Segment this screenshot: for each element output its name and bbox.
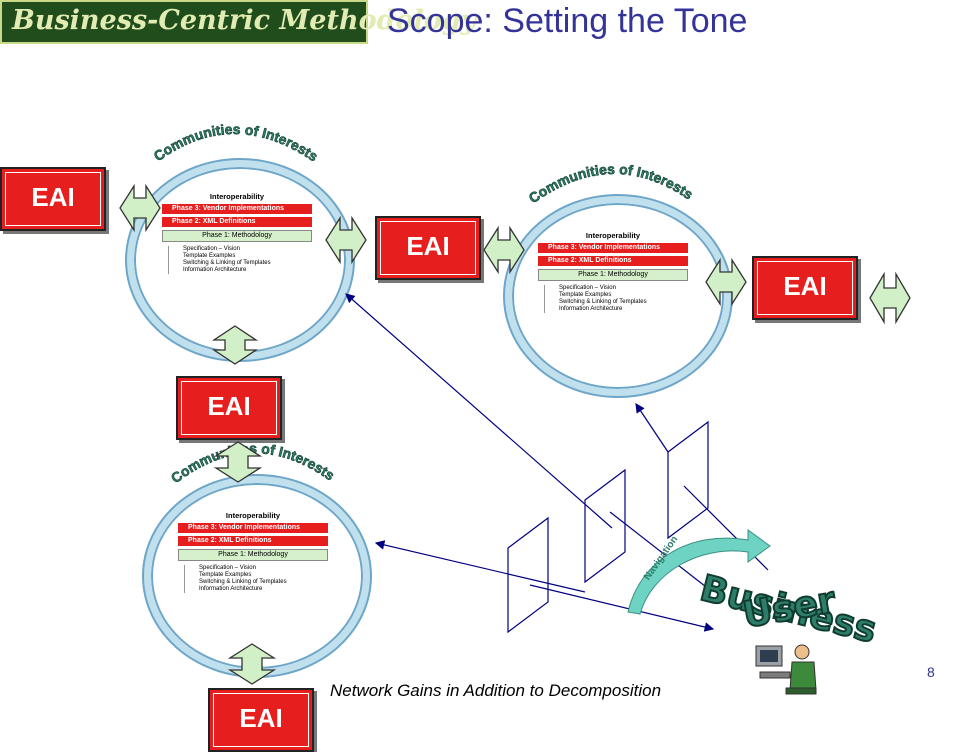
eai-box-4: EAI — [176, 376, 282, 440]
phase3-bar: Phase 3: Vendor Implementations — [178, 523, 328, 533]
slide-caption: Network Gains in Addition to Decompositi… — [330, 681, 662, 700]
navigation-arrow — [627, 529, 771, 615]
phase3-bar: Phase 3: Vendor Implementations — [162, 204, 312, 214]
page-number: 8 — [927, 664, 935, 680]
nav-plane-3 — [667, 420, 709, 540]
phase1-bar: Phase 1: Methodology — [178, 549, 328, 561]
double-arrow-v — [211, 325, 259, 365]
card-item-list: Specification – Vision Template Examples… — [168, 246, 312, 274]
card-item: Information Architecture — [183, 267, 247, 273]
phase2-bar: Phase 2: XML Definitions — [178, 536, 328, 546]
double-arrow-h — [705, 257, 747, 307]
double-arrow-h — [869, 271, 911, 325]
eai-box-1: EAI — [0, 167, 106, 231]
nav-line-to-ring1 — [345, 293, 613, 529]
business-user-computer-icon — [755, 644, 817, 695]
card-item: Switching & Linking of Templates — [183, 260, 271, 266]
nav-line-user-1 — [529, 584, 715, 632]
card-item: Specification – Vision — [183, 246, 240, 252]
card-item: Switching & Linking of Templates — [199, 579, 287, 585]
community-labels: Communities of Interests Communities of … — [150, 121, 696, 487]
logo-text: Business-Centric Methodology — [12, 5, 477, 36]
card-item: Template Examples — [559, 292, 612, 298]
nav-line-to-ring3 — [374, 540, 586, 593]
slide-title: Scope: Setting the Tone — [387, 2, 748, 40]
card-item-list: Specification – Vision Template Examples… — [184, 565, 328, 593]
interoperability-card-1: Interoperability Phase 3: Vendor Impleme… — [162, 192, 312, 274]
card-title: Interoperability — [225, 511, 281, 520]
card-title: Interoperability — [585, 231, 641, 240]
card-item: Specification – Vision — [559, 285, 616, 291]
eai-box-2: EAI — [375, 216, 481, 280]
nav-line-to-ring2 — [635, 403, 669, 453]
phase2-bar: Phase 2: XML Definitions — [162, 217, 312, 227]
card-item: Specification – Vision — [199, 565, 256, 571]
phase3-bar: Phase 3: Vendor Implementations — [538, 243, 688, 253]
double-arrow-v — [213, 441, 263, 483]
nav-plane-1 — [507, 516, 549, 634]
double-arrow-v — [227, 643, 277, 685]
double-arrow-h — [119, 183, 161, 233]
eai-box-3: EAI — [752, 256, 858, 320]
card-item-list: Specification – Vision Template Examples… — [544, 285, 688, 313]
card-item: Information Architecture — [199, 586, 263, 592]
phase2-bar: Phase 2: XML Definitions — [538, 256, 688, 266]
phase1-bar: Phase 1: Methodology — [162, 230, 312, 242]
nav-plane-2 — [584, 468, 626, 584]
community-ring-3 — [144, 476, 370, 676]
community-ring-2 — [505, 196, 731, 396]
card-item: Information Architecture — [559, 306, 623, 312]
double-arrow-h — [483, 225, 525, 275]
methodology-logo: Business-Centric Methodology — [0, 0, 476, 44]
interoperability-card-3: Interoperability Phase 3: Vendor Impleme… — [178, 511, 328, 593]
card-item: Switching & Linking of Templates — [559, 299, 647, 305]
interoperability-card-2: Interoperability Phase 3: Vendor Impleme… — [538, 231, 688, 313]
card-title: Interoperability — [209, 192, 265, 201]
double-arrow-h — [325, 215, 367, 265]
phase1-bar: Phase 1: Methodology — [538, 269, 688, 281]
nav-line-user-2 — [609, 511, 711, 591]
card-item: Template Examples — [199, 572, 252, 578]
card-item: Template Examples — [183, 253, 236, 259]
diagram-overlay — [119, 183, 911, 695]
community-ring-1 — [127, 160, 353, 360]
